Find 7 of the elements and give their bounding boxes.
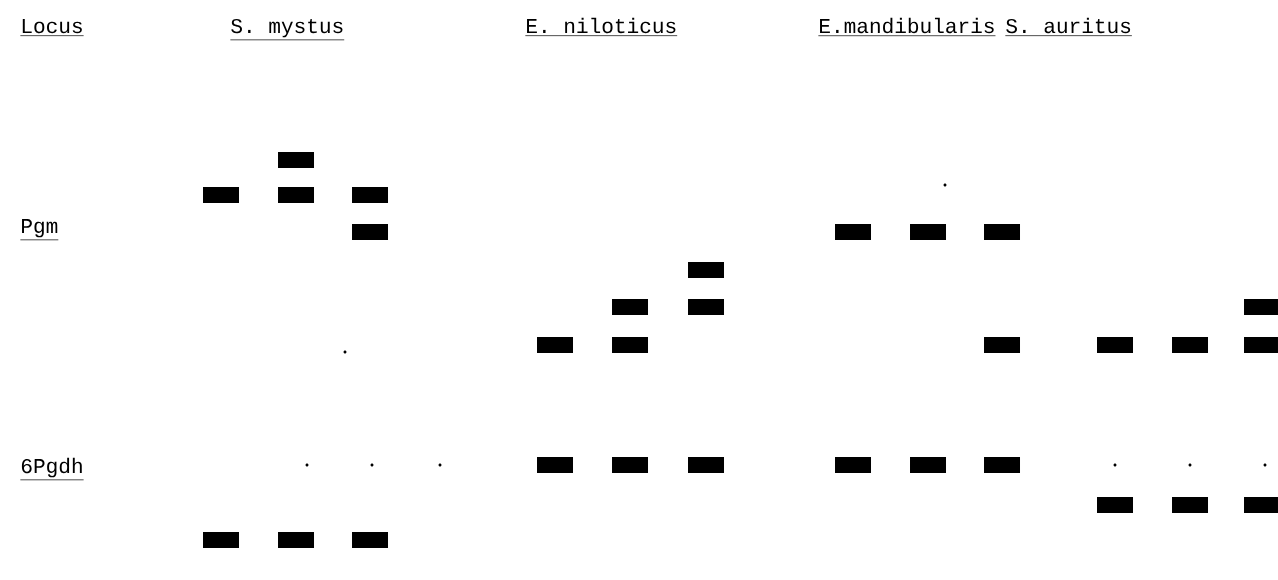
- locus-name: 6Pgdh: [20, 457, 84, 481]
- column-header: E. niloticus: [525, 17, 678, 36]
- column-header: S. auritus: [1005, 17, 1133, 36]
- column-header: S. mystus: [230, 18, 345, 41]
- column-header: E.mandibularis: [818, 17, 996, 37]
- locus-name: Pgm: [20, 219, 59, 241]
- column-header: Locus: [20, 19, 84, 36]
